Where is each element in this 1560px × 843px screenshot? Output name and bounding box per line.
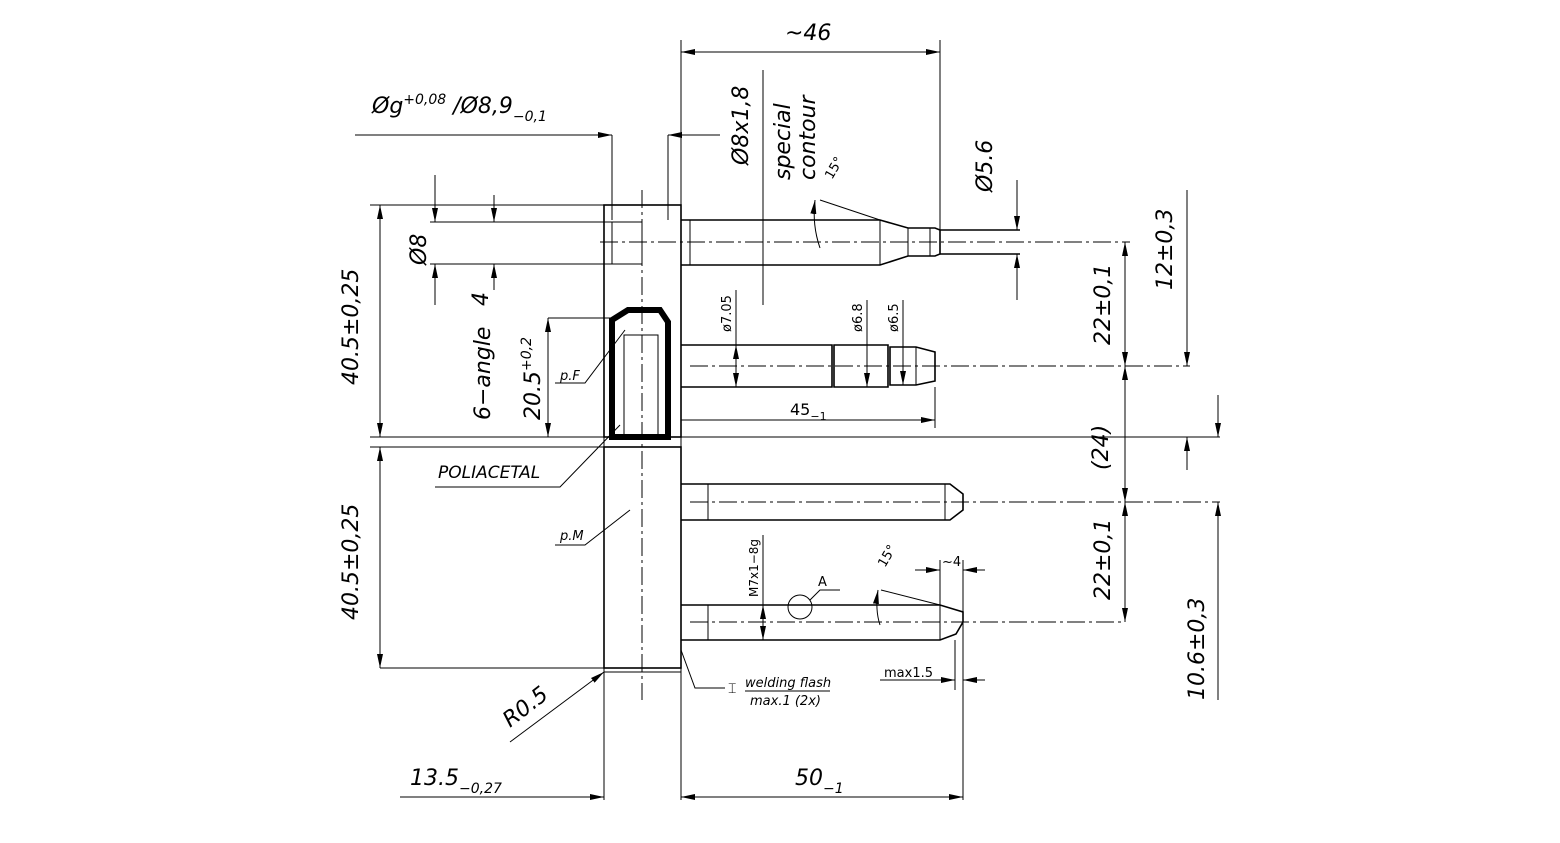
label-len45: 45−1 [790, 400, 827, 423]
label-radius: R0.5 [498, 682, 553, 733]
label-special: special [771, 103, 796, 180]
label-knuckle-width: 13.5−0,27 [410, 766, 502, 797]
label-bore-tolerance: Øg+0,08 /Ø8,9−0,1 [371, 92, 547, 125]
label-depth: 20.5+0,2 [519, 337, 546, 420]
label-pf: p.F [559, 369, 580, 384]
label-tip-diameter: Ø5.6 [973, 140, 998, 193]
second-pin [681, 344, 1190, 388]
label-height-top: 40.5±0,25 [339, 269, 364, 385]
label-spacing-bottom: 22±0,1 [1091, 519, 1116, 600]
label-pin-thread: Ø8x1,8 [729, 86, 754, 166]
label-height-bottom: 40.5±0,25 [339, 504, 364, 620]
label-dim24: (24) [1089, 425, 1114, 470]
label-d68: ø6.8 [851, 303, 866, 332]
label-max15: max1.5 [884, 666, 933, 681]
label-offset-top: 12±0,3 [1153, 209, 1178, 290]
label-welding-flash: welding flash [745, 676, 831, 691]
detail-a-circle [787, 594, 813, 620]
label-dia-8: Ø8 [407, 234, 432, 266]
label-offset-bottom: 10.6±0,3 [1185, 598, 1210, 700]
label-d705: ø7.05 [720, 295, 735, 332]
upper-pin [600, 219, 1130, 266]
dimension-lines [355, 40, 1221, 800]
label-material: POLIACETAL [438, 463, 540, 483]
label-welding-max: max.1 (2x) [750, 694, 821, 709]
label-len50: 50−1 [795, 766, 844, 797]
label-d65: ø6.5 [887, 303, 902, 332]
label-thread: M7x1−8g [747, 539, 761, 597]
label-contour: contour [796, 93, 821, 180]
label-pm: p.M [559, 529, 584, 544]
label-dim-4: 4 [469, 292, 494, 306]
label-top-width: ~46 [785, 21, 831, 46]
label-spacing-top: 22±0,1 [1091, 264, 1116, 345]
dimension-labels: ~46 Øg+0,08 /Ø8,9−0,1 Ø8x1,8 special con… [339, 21, 1210, 797]
third-pin [681, 483, 1220, 521]
label-hex: 6−angle [471, 327, 496, 420]
label-detail-a: A [818, 575, 827, 590]
welding-symbol: ⌶ [728, 681, 736, 697]
label-angle-bottom: 15° [875, 543, 900, 570]
label-angle-top: 15° [822, 155, 847, 182]
label-tip4: ~4 [942, 555, 961, 570]
